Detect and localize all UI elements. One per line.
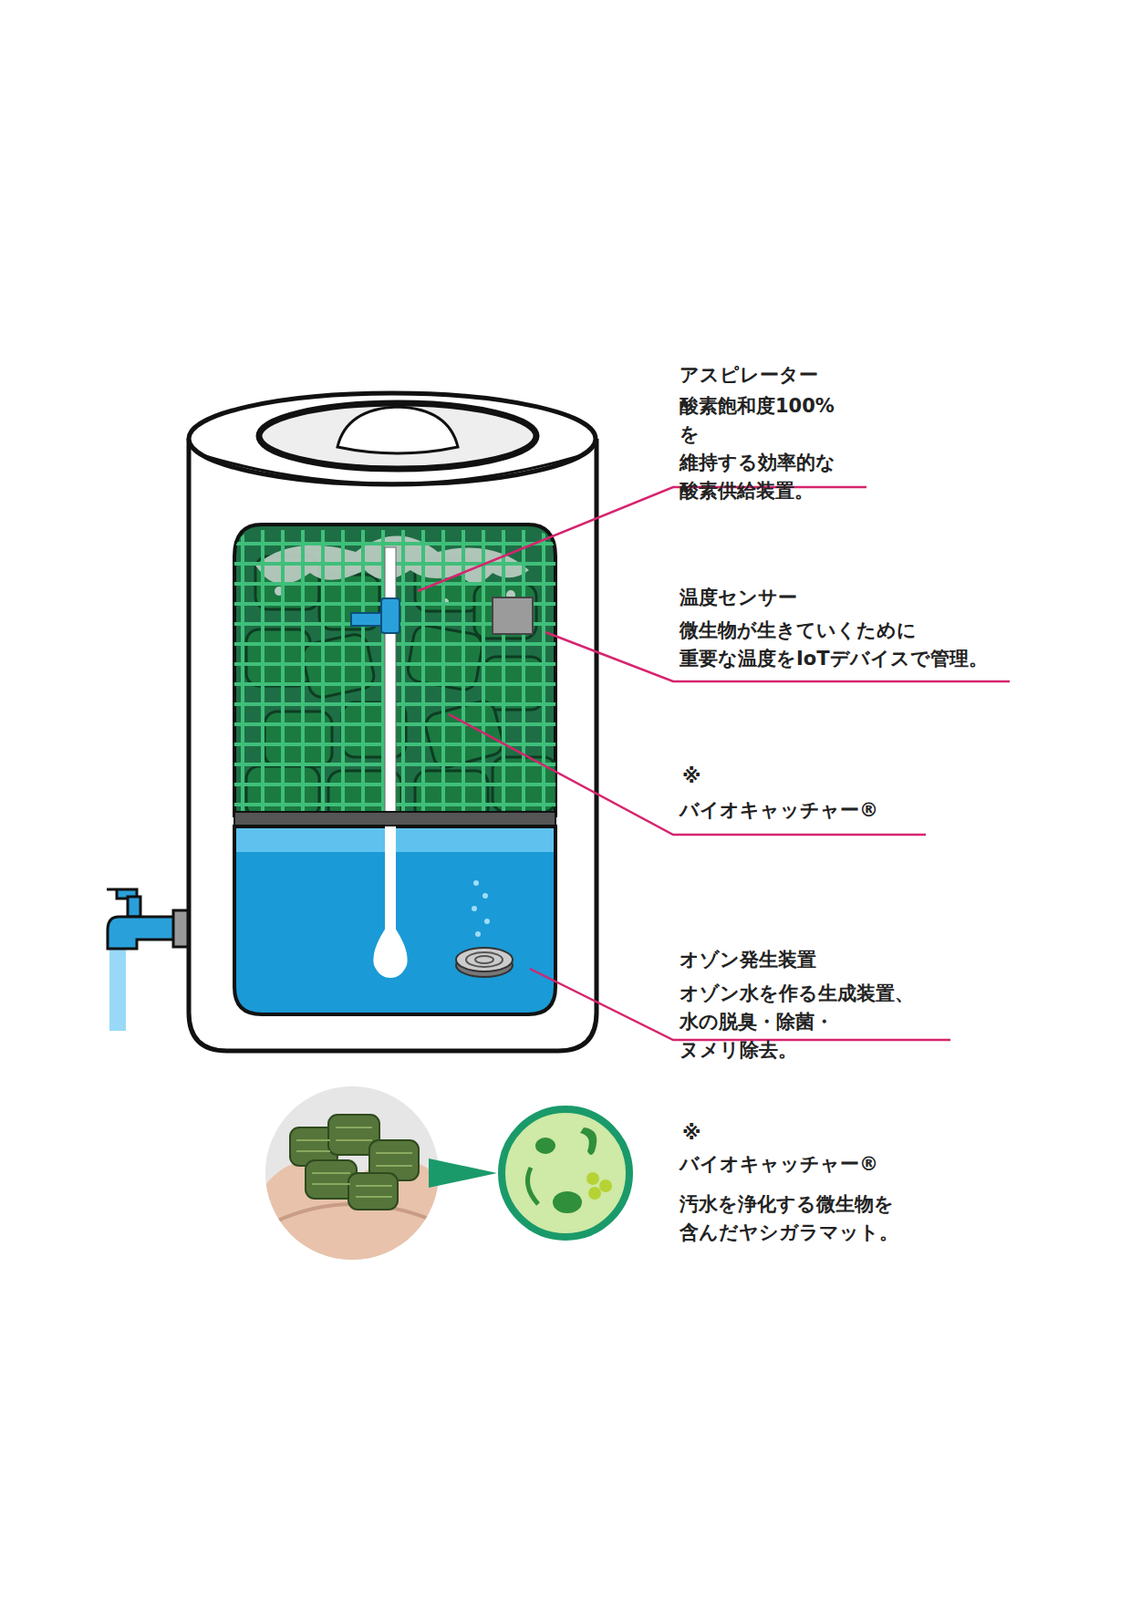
part-description: 微生物が生きていくために 重要な温度をIoTデバイスで管理。 — [679, 616, 988, 674]
part-name: バイオキャッチャー® — [679, 796, 879, 825]
part-name: アスピレーター — [679, 361, 819, 390]
media-chamber — [234, 524, 557, 822]
faucet — [106, 889, 190, 1031]
part-description: オゾン水を作る生成装置、 水の脱臭・除菌・ヌメリ除去。 — [679, 979, 914, 1065]
part-name: 温度センサー — [679, 583, 798, 613]
part-description: 汚水を浄化する微生物を 含んだヤシガラマット。 — [679, 1190, 899, 1247]
leader-lines — [417, 487, 1010, 1040]
water-chamber — [234, 826, 556, 1015]
tank-body — [188, 438, 597, 1051]
note-mark: ※ — [682, 762, 701, 791]
part-name: オゾン発生装置 — [679, 945, 817, 975]
part-description: 酸素飽和度100%を 維持する効率的な 酸素供給装置。 — [679, 392, 836, 506]
temperature-sensor — [492, 597, 533, 634]
tank-opening — [259, 403, 537, 469]
biocatcher-photo — [255, 1076, 630, 1277]
part-name: バイオキャッチャー® — [679, 1150, 879, 1179]
note-mark: ※ — [682, 1119, 701, 1148]
tank-top — [188, 393, 596, 485]
